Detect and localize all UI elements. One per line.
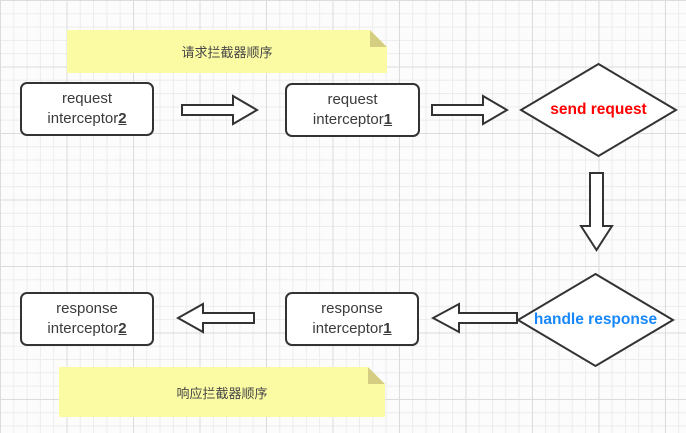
node-label-line2: interceptor2 — [47, 109, 126, 129]
node-label-line1: request — [61, 89, 113, 107]
diamond-send-request: send request — [519, 62, 678, 158]
arrow-right-icon — [181, 93, 259, 127]
node-label-base: interceptor — [312, 320, 384, 337]
node-label-line1: request — [327, 90, 378, 108]
node-label-line2: interceptor1 — [312, 319, 391, 339]
note-fold-corner-icon — [368, 367, 385, 384]
arrow-down-icon — [578, 172, 615, 252]
node-label-line2: interceptor2 — [47, 319, 126, 339]
diamond-label: handle response — [533, 311, 658, 328]
node-label-number: 1 — [383, 320, 392, 337]
sticky-note-response-order: 响应拦截器顺序 — [59, 367, 385, 417]
sticky-note-text: 响应拦截器顺序 — [176, 385, 268, 401]
node-response-interceptor2: response interceptor2 — [20, 292, 154, 346]
node-label-number: 2 — [118, 110, 127, 127]
node-request-interceptor2: request interceptor2 — [20, 82, 154, 136]
node-response-interceptor1: response interceptor1 — [285, 292, 419, 346]
diamond-handle-response: handle response — [516, 272, 675, 368]
note-fold-corner-icon — [370, 30, 387, 47]
arrow-left-icon — [431, 301, 518, 335]
node-label-base: interceptor — [47, 320, 119, 337]
sticky-note-request-order: 请求拦截器顺序 — [67, 30, 387, 73]
arrow-right-icon — [431, 93, 509, 127]
node-label-line1: response — [321, 299, 383, 317]
node-label-line2: interceptor1 — [313, 110, 392, 130]
node-label-base: interceptor — [47, 110, 119, 127]
node-label-base: interceptor — [312, 111, 384, 128]
node-label-number: 2 — [118, 320, 127, 337]
diamond-label: send request — [550, 101, 647, 118]
sticky-note-text: 请求拦截器顺序 — [181, 45, 273, 60]
node-label-line1: response — [56, 299, 118, 317]
node-label-number: 1 — [383, 111, 393, 128]
node-request-interceptor1: request interceptor1 — [285, 83, 420, 137]
arrow-left-icon — [176, 301, 255, 335]
